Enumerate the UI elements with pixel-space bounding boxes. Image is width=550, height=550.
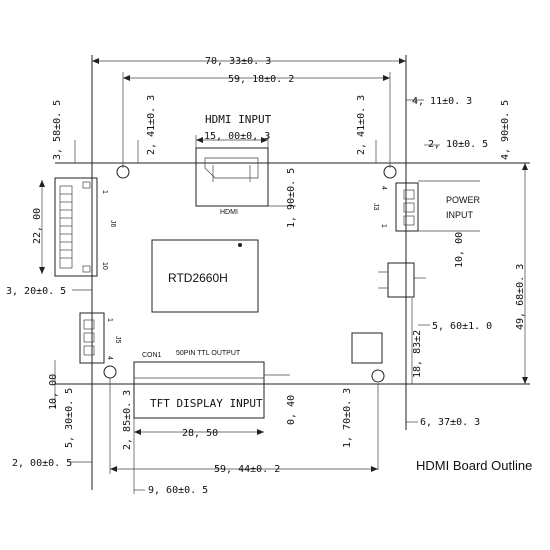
dim-j5-offset: 5, 30±0. 5 — [64, 388, 75, 448]
con1-tft-connector — [133, 361, 265, 419]
j3-pin-1: 1 — [380, 224, 387, 228]
dim-left-top-margin: 3, 58±0. 5 — [52, 100, 63, 160]
hdmi-socket-icon — [204, 157, 259, 179]
dim-left-height: 10, 00 — [48, 374, 59, 410]
dim-con1-gap: 0, 40 — [286, 395, 297, 425]
j5-pin-4: 4 — [106, 356, 113, 360]
dim-power-offset: 2, 10±0. 5 — [428, 139, 488, 150]
power-input-label-2: INPUT — [446, 210, 474, 220]
j3-pin-4: 4 — [380, 186, 387, 190]
j6-pins — [60, 193, 72, 259]
dim-right-offset: 4, 11±0. 3 — [412, 96, 472, 107]
j5-label: J5 — [114, 336, 121, 344]
dim-j6-offset: 3, 20±0. 5 — [6, 286, 66, 297]
dim-j6-length: 22, 00 — [32, 208, 43, 244]
dim-pot-height: 18, 83±2 — [412, 330, 423, 378]
dim-hdmi-depth: 1, 90±0. 5 — [286, 168, 297, 228]
dim-right-hole-top: 2, 41±0. 3 — [356, 95, 367, 155]
dim-hole-span-top: 59, 18±0. 2 — [228, 74, 294, 85]
rtd2660h-chip — [151, 239, 259, 313]
mount-hole-bottom-right — [371, 369, 385, 383]
j3-label: J3 — [372, 203, 379, 211]
dim-bottom-span: 59, 44±0. 2 — [214, 464, 280, 475]
dim-overall-height: 49, 68±0. 3 — [515, 264, 526, 330]
pin-ttl-label: 50PIN TTL OUTPUT — [176, 350, 241, 357]
dim-right-bottom: 6, 37±0. 3 — [420, 417, 480, 428]
dim-hole-bottom: 1, 70±0. 3 — [342, 388, 353, 448]
dim-bottom-left: 9, 60±0. 5 — [148, 485, 208, 496]
dim-power-height: 10, 00 — [454, 232, 465, 268]
j6-pin-10: 10 — [101, 262, 108, 270]
dim-right-top-margin: 4, 90±0. 5 — [500, 100, 511, 160]
j5-pin-1: 1 — [106, 318, 113, 322]
j3-power-connector — [395, 182, 419, 232]
caption-title: HDMI Board Outline — [416, 458, 532, 473]
mount-hole-bottom-left — [103, 365, 117, 379]
mount-hole-top-left — [116, 165, 130, 179]
j6-pin-1: 1 — [101, 190, 108, 194]
dim-left-bottom: 2, 00±0. 5 — [12, 458, 72, 469]
j6-label: J6 — [109, 220, 116, 228]
potentiometer — [387, 262, 415, 298]
dim-overall-width: 70, 33±0. 3 — [205, 56, 271, 67]
con1-label: CON1 — [142, 352, 162, 359]
dim-con1-offset: 2, 85±0. 3 — [122, 390, 133, 450]
chip-label: RTD2660H — [168, 271, 228, 285]
mount-hole-top-right — [383, 165, 397, 179]
j5-connector — [79, 312, 105, 364]
j6-connector — [54, 177, 98, 277]
power-input-label-1: POWER — [446, 195, 481, 205]
hdmi-small-label: HDMI — [220, 209, 238, 216]
dim-pot-offset: 5, 60±1. 0 — [432, 321, 492, 332]
dim-left-hole-top: 2, 41±0. 3 — [146, 95, 157, 155]
dim-hdmi-width: 15, 00±0, 3 — [204, 131, 270, 142]
hdmi-input-label: HDMI INPUT — [205, 113, 272, 126]
hdmi-connector — [195, 147, 269, 207]
tft-display-input-label: TFT DISPLAY INPUT — [150, 397, 263, 410]
dim-con1-length: 28, 50 — [182, 428, 218, 439]
small-component — [351, 332, 383, 364]
